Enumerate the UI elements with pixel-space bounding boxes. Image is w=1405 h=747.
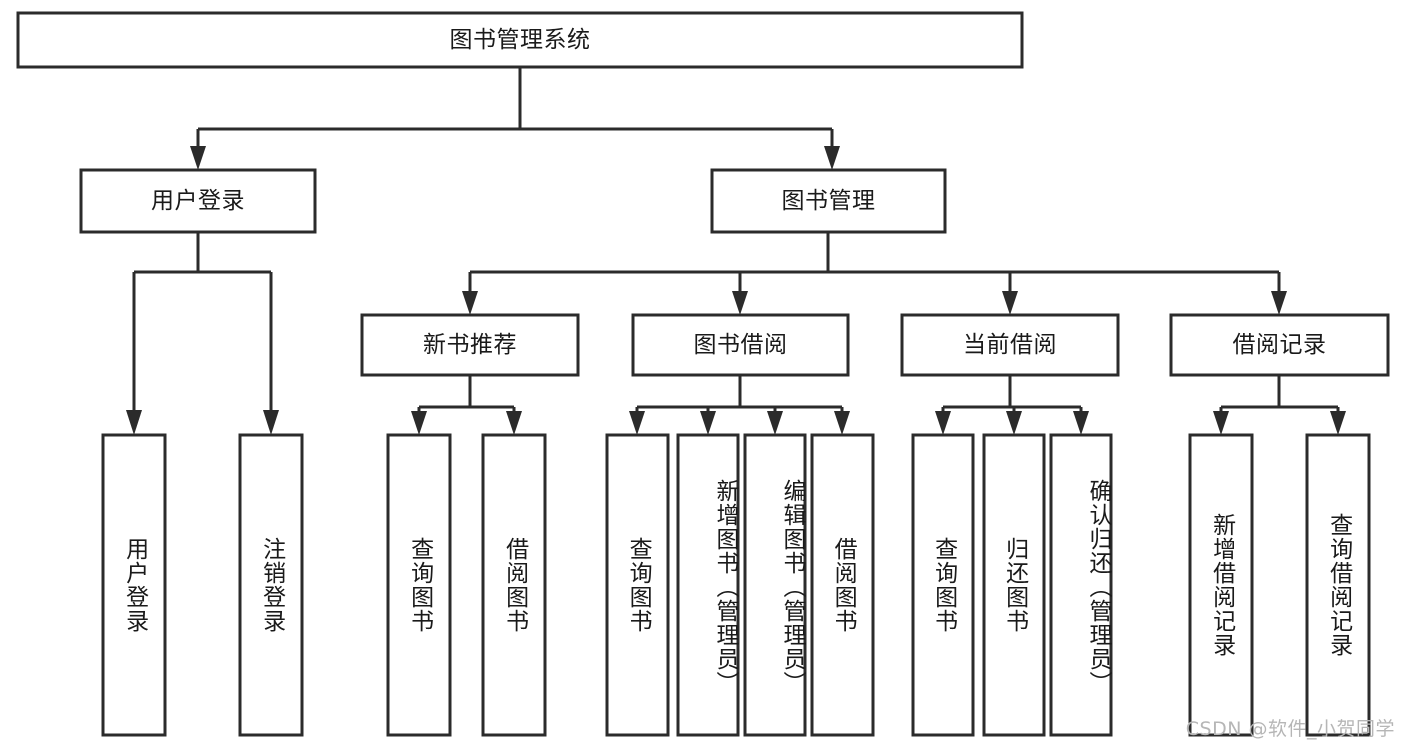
node-box-leaf-user-login[interactable] xyxy=(101,433,167,737)
node-book-borrow[interactable] xyxy=(633,315,848,375)
arrow-head-leaf-add-record xyxy=(1213,411,1229,435)
node-box-leaf-borrow-book-1[interactable] xyxy=(481,433,547,737)
node-box-leaf-borrow-book-2[interactable] xyxy=(810,433,875,737)
arrow-head-current-borrow xyxy=(1002,291,1018,315)
arrow-head-new-book-recommend xyxy=(462,291,478,315)
connector-new-book-recommend-to-leaves xyxy=(411,375,522,435)
node-box-user-login[interactable] xyxy=(79,168,317,234)
connector-root-to-level2 xyxy=(190,67,840,170)
arrow-head-book-borrow xyxy=(732,291,748,315)
arrow-head-leaf-confirm-return xyxy=(1073,411,1089,435)
connector-user-login-to-leaves xyxy=(126,232,279,435)
arrow-head-leaf-query-record xyxy=(1330,411,1346,435)
arrow-head-user-login xyxy=(190,146,206,170)
node-book-manage[interactable] xyxy=(712,170,945,232)
arrow-head-leaf-borrow-book-2 xyxy=(834,411,850,435)
node-box-leaf-query-book-2[interactable] xyxy=(605,433,670,737)
node-box-current-borrow[interactable] xyxy=(900,313,1120,377)
node-box-leaf-confirm-return[interactable] xyxy=(1049,433,1113,737)
arrow-head-leaf-add-book xyxy=(700,411,716,435)
connector-current-borrow-to-leaves xyxy=(935,375,1089,435)
node-user-login[interactable] xyxy=(81,170,315,232)
arrow-head-leaf-query-book-2 xyxy=(629,411,645,435)
node-current-borrow[interactable] xyxy=(902,315,1118,375)
node-root[interactable] xyxy=(18,13,1022,67)
arrow-head-leaf-edit-book xyxy=(767,411,783,435)
arrow-head-leaf-query-book-3 xyxy=(935,411,951,435)
node-box-leaf-add-book[interactable] xyxy=(676,433,740,737)
node-box-leaf-user-logout[interactable] xyxy=(238,433,304,737)
node-borrow-record[interactable] xyxy=(1171,315,1388,375)
node-box-leaf-add-record[interactable] xyxy=(1188,433,1254,737)
node-box-root[interactable] xyxy=(16,11,1024,69)
node-new-book-recommend[interactable] xyxy=(362,315,578,375)
node-box-leaf-query-book-1[interactable] xyxy=(386,433,452,737)
connector-borrow-record-to-leaves xyxy=(1213,375,1346,435)
arrow-head-leaf-query-book-1 xyxy=(411,411,427,435)
arrow-head-book-manage xyxy=(824,146,840,170)
arrow-head-leaf-borrow-book-1 xyxy=(506,411,522,435)
arrow-head-borrow-record xyxy=(1271,291,1287,315)
arrow-head-leaf-user-login xyxy=(126,410,142,435)
arrow-head-leaf-user-logout xyxy=(263,410,279,435)
connector-book-borrow-to-leaves xyxy=(629,375,850,435)
node-box-new-book-recommend[interactable] xyxy=(360,313,580,377)
node-box-leaf-return-book[interactable] xyxy=(982,433,1046,737)
node-box-leaf-edit-book[interactable] xyxy=(743,433,807,737)
node-box-leaf-query-record[interactable] xyxy=(1305,433,1371,737)
arrow-head-leaf-return-book xyxy=(1006,411,1022,435)
node-box-leaf-query-book-3[interactable] xyxy=(911,433,975,737)
connector-book-manage-to-level3 xyxy=(462,232,1287,315)
